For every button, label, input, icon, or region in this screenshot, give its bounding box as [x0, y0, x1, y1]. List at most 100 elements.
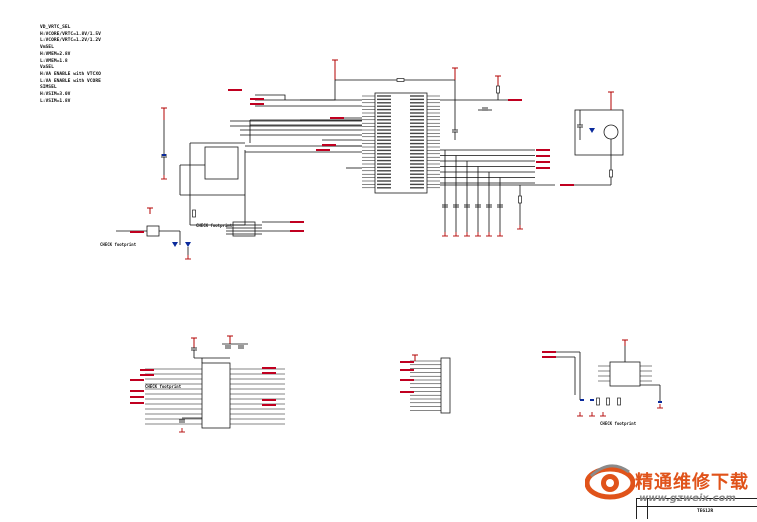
pin-label-mark	[377, 159, 391, 162]
power-switch-chip	[609, 361, 641, 387]
net-label-mark	[536, 161, 550, 163]
pin-label-mark	[410, 119, 424, 121]
transistor-body	[146, 225, 160, 237]
pin-label-mark	[377, 156, 391, 158]
pin-label-mark	[377, 180, 391, 182]
resistor	[617, 397, 621, 406]
net-label-mark	[560, 184, 574, 186]
config-note-line: VaSEL	[40, 65, 54, 71]
check-footprint-label-1: CHECK footprint	[196, 223, 233, 228]
net-label-mark	[262, 372, 276, 374]
junction-marker	[162, 154, 166, 156]
net-label-mark	[130, 379, 144, 381]
pin-label-mark	[410, 183, 424, 186]
net-label-mark	[400, 369, 414, 371]
pin-label-mark	[410, 187, 424, 189]
title-block: TEG12R	[636, 498, 757, 519]
pin-label-mark	[377, 170, 391, 172]
net-label-mark	[130, 402, 144, 404]
net-label-mark	[140, 374, 154, 376]
net-label-mark	[130, 390, 144, 392]
pin-label-mark	[410, 108, 424, 111]
resistor	[192, 209, 196, 218]
diode-symbol	[589, 128, 595, 133]
motor-symbol	[603, 124, 619, 140]
check-footprint-label-2: CHECK footprint	[100, 242, 137, 247]
watermark: 精通维修下载 www.gzweix.com	[585, 458, 757, 508]
pin-label-mark	[410, 125, 424, 128]
net-label-mark	[290, 221, 304, 223]
pull-up-resistor	[396, 78, 405, 82]
pin-label-mark	[410, 166, 424, 169]
pin-label-mark	[410, 115, 424, 118]
pin-label-mark	[377, 183, 391, 186]
pin-label-mark	[377, 166, 391, 169]
pin-label-mark	[410, 122, 424, 124]
pin-label-mark	[377, 108, 391, 111]
resistor	[496, 85, 500, 94]
config-note-line: H:VCORE/VRTC=1.8V/1.5V	[40, 31, 101, 37]
pin-label-mark	[410, 112, 424, 114]
pin-label-mark	[410, 136, 424, 138]
net-label-mark	[536, 155, 550, 157]
junction-marker	[658, 401, 662, 403]
pin-label-mark	[377, 98, 391, 101]
pin-label-mark	[410, 156, 424, 158]
config-note-line: SIMSEL	[40, 85, 57, 91]
pin-label-mark	[377, 153, 391, 155]
pin-label-mark	[410, 132, 424, 135]
net-label-mark	[290, 230, 304, 232]
pin-label-mark	[377, 95, 391, 97]
net-label-mark	[400, 379, 414, 381]
config-note-line: H:VSIM=3.0V	[40, 92, 71, 98]
pin-label-mark	[377, 139, 391, 141]
net-label-mark	[536, 149, 550, 151]
watermark-url: www.gzweix.com	[639, 493, 736, 504]
config-note-line: L:VSIM=1.8V	[40, 98, 71, 104]
pin-label-mark	[377, 129, 391, 131]
pin-label-mark	[377, 176, 391, 179]
net-label-mark	[228, 89, 242, 91]
pin-label-mark	[410, 142, 424, 145]
config-note-line: VmSEL	[40, 45, 54, 51]
config-note-line: L:VA ENABLE with VCORE	[40, 78, 101, 84]
pin-label-mark	[377, 122, 391, 124]
net-label-mark	[542, 351, 556, 353]
watermark-eye-logo-icon	[585, 464, 635, 500]
resistor	[609, 169, 613, 178]
net-label-mark	[330, 117, 344, 119]
config-note-line: L:VCORE/VRTC=1.2V/1.2V	[40, 38, 101, 44]
codec-chip-body	[201, 362, 231, 429]
wire	[300, 65, 336, 101]
net-label-mark	[262, 404, 276, 406]
pin-label-mark	[377, 105, 391, 107]
net-label-mark	[250, 98, 264, 100]
pin-label-mark	[410, 105, 424, 107]
resistor	[596, 397, 600, 406]
pin-label-mark	[377, 173, 391, 175]
config-note-line: VD_VRTC_SEL	[40, 25, 71, 30]
pin-label-mark	[377, 102, 391, 104]
net-label-mark	[322, 144, 336, 146]
pin-label-mark	[377, 163, 391, 165]
config-note-line: L:VMEM=1.8	[40, 58, 68, 64]
net-label-mark	[508, 99, 522, 101]
check-footprint-label-3: CHECK footprint	[145, 384, 182, 389]
net-label-mark	[250, 103, 264, 105]
net-label-mark	[262, 399, 276, 401]
pin-label-mark	[377, 112, 391, 114]
pin-label-mark	[377, 146, 391, 148]
pin-label-mark	[410, 173, 424, 175]
junction-marker	[580, 399, 584, 401]
pin-label-mark	[410, 146, 424, 148]
net-label-mark	[140, 369, 154, 371]
pin-label-mark	[410, 176, 424, 179]
net-label-mark	[130, 396, 144, 398]
net-label-mark	[316, 149, 330, 151]
watermark-title: 精通维修下载	[635, 472, 749, 493]
pin-label-mark	[377, 125, 391, 128]
pin-label-mark	[377, 115, 391, 118]
